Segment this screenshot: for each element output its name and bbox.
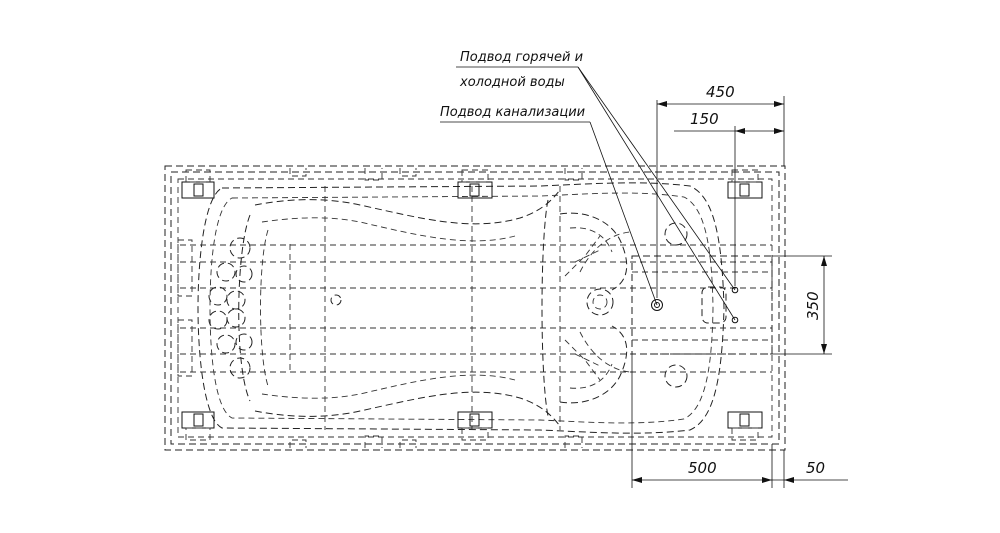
tub-basin — [197, 182, 725, 434]
bracket-bottom-mid — [457, 411, 493, 441]
plumbing-zone — [631, 255, 773, 355]
bracket-top-right — [727, 169, 763, 199]
dimension-150 — [674, 126, 784, 286]
dimension-label-500: 500 — [688, 459, 717, 477]
frame-tabs — [177, 168, 583, 448]
bracket-bottom-right — [727, 411, 763, 441]
tub-frame — [164, 165, 786, 451]
mounting-brackets — [181, 169, 763, 441]
foot-end-contour — [541, 199, 727, 417]
dimension-label-450: 450 — [706, 83, 735, 101]
water-supply-label-line1: Подвод горячей и — [460, 50, 583, 65]
backrest-contour — [238, 189, 561, 427]
dimension-450 — [656, 96, 785, 298]
bracket-top-left — [181, 169, 215, 199]
connection-points — [651, 286, 739, 324]
water-supply-label-line2: холодной воды — [459, 75, 565, 90]
dimension-label-50: 50 — [806, 459, 825, 477]
bracket-top-mid — [457, 169, 493, 199]
dimension-350 — [772, 255, 832, 355]
dimension-label-350: 350 — [804, 291, 822, 320]
support-rails — [180, 186, 772, 430]
drain-supply-label: Подвод канализации — [440, 105, 585, 120]
dimension-500-50 — [631, 354, 848, 488]
leader-lines — [440, 66, 736, 321]
bracket-bottom-left — [181, 411, 215, 441]
dimension-label-150: 150 — [690, 110, 719, 128]
jet-cluster — [208, 237, 342, 379]
